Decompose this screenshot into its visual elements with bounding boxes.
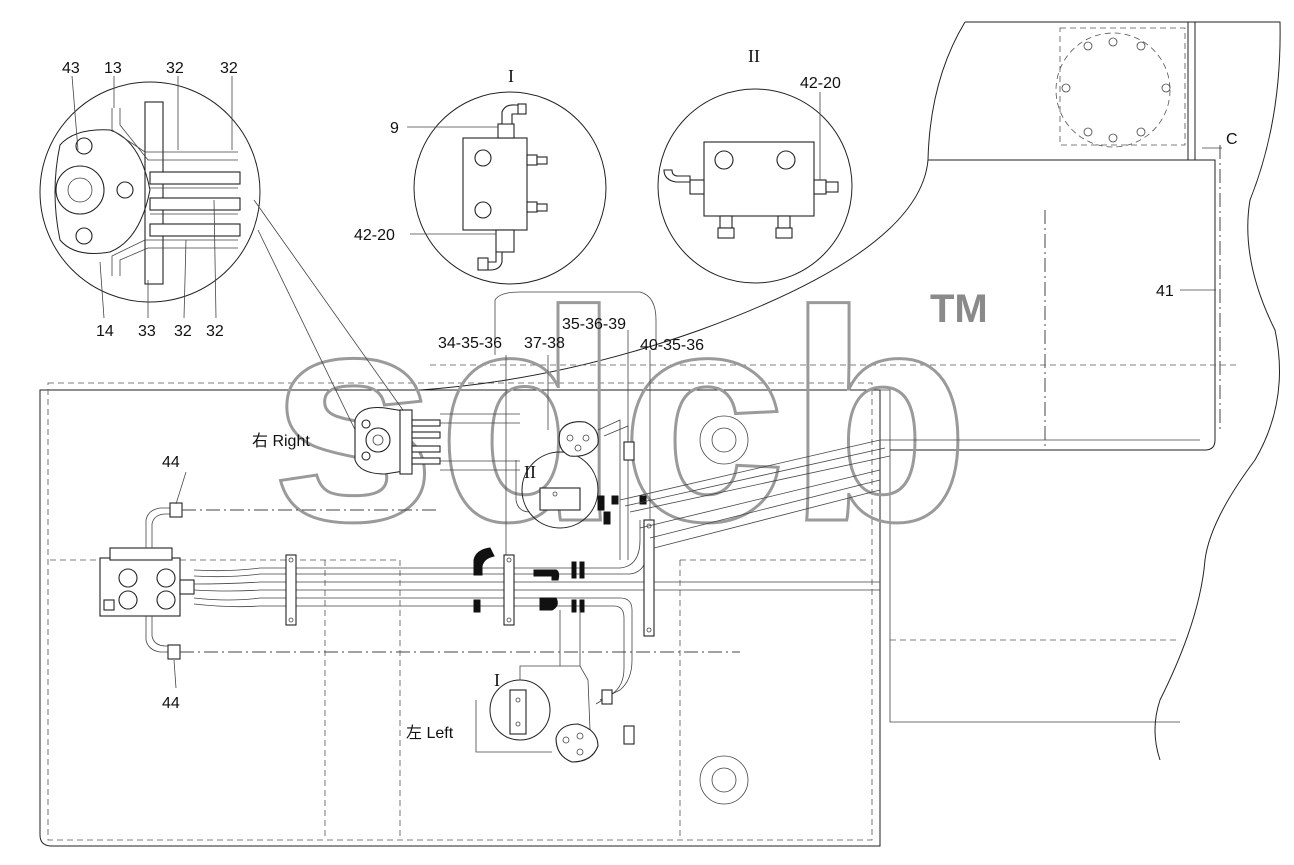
callout-32-b: 32 — [220, 60, 238, 77]
detail-view-II — [657, 88, 853, 284]
chassis-outline — [39, 382, 1180, 847]
callout-labels: 43 13 32 32 14 33 32 32 I II 9 42-20 42-… — [62, 46, 1238, 742]
main-piping — [99, 291, 1200, 805]
callout-41: 41 — [1156, 283, 1174, 300]
callout-32-c: 32 — [174, 323, 192, 340]
watermark-tm: TM — [930, 287, 988, 331]
callout-44-bottom: 44 — [162, 695, 180, 712]
callout-35-36-39: 35-36-39 — [562, 316, 626, 333]
cab-outline — [50, 21, 1281, 761]
callout-32-d: 32 — [206, 323, 224, 340]
label-right: 右 Right — [252, 432, 310, 450]
callout-14: 14 — [96, 323, 114, 340]
callout-42-20-I: 42-20 — [354, 227, 395, 244]
callout-40-35-36: 40-35-36 — [640, 337, 704, 354]
callout-9: 9 — [390, 120, 399, 137]
detail-view-I — [407, 91, 607, 285]
bolt-circle — [1061, 37, 1171, 143]
callout-44-top: 44 — [162, 454, 180, 471]
callout-37-38: 37-38 — [524, 335, 565, 352]
marker-II: II — [524, 462, 536, 482]
callout-42-20-II: 42-20 — [800, 75, 841, 92]
callout-43: 43 — [62, 60, 80, 77]
callout-33: 33 — [138, 323, 156, 340]
detail-circle-connector — [39, 75, 411, 441]
callout-C: C — [1226, 131, 1238, 148]
callout-32-a: 32 — [166, 60, 184, 77]
callout-13: 13 — [104, 60, 122, 77]
view-II-title: II — [748, 46, 760, 66]
callout-34-35-36: 34-35-36 — [438, 335, 502, 352]
marker-I: I — [494, 670, 500, 690]
label-left: 左 Left — [406, 724, 454, 742]
view-I-title: I — [508, 66, 514, 86]
